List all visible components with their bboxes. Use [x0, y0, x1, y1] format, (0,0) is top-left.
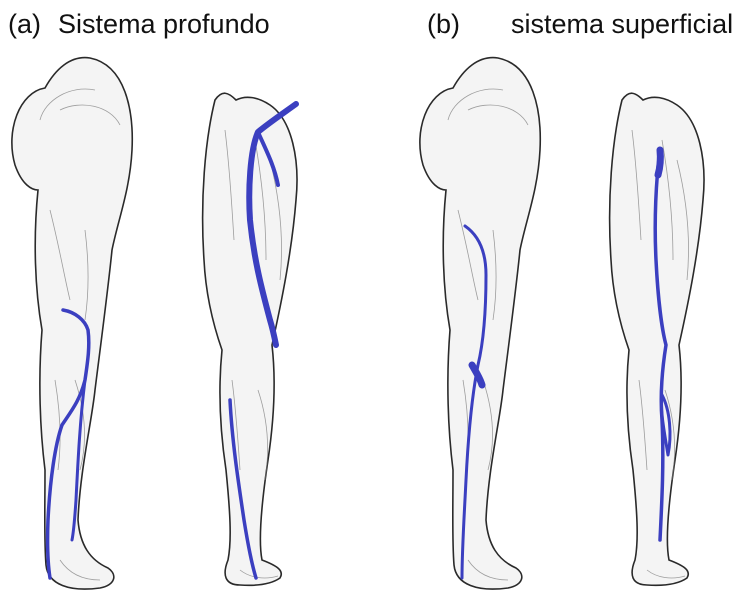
leg-back-view-b [420, 58, 540, 589]
leg-back-view-a [12, 58, 132, 589]
saphenous-proximal-side-b [658, 150, 660, 175]
